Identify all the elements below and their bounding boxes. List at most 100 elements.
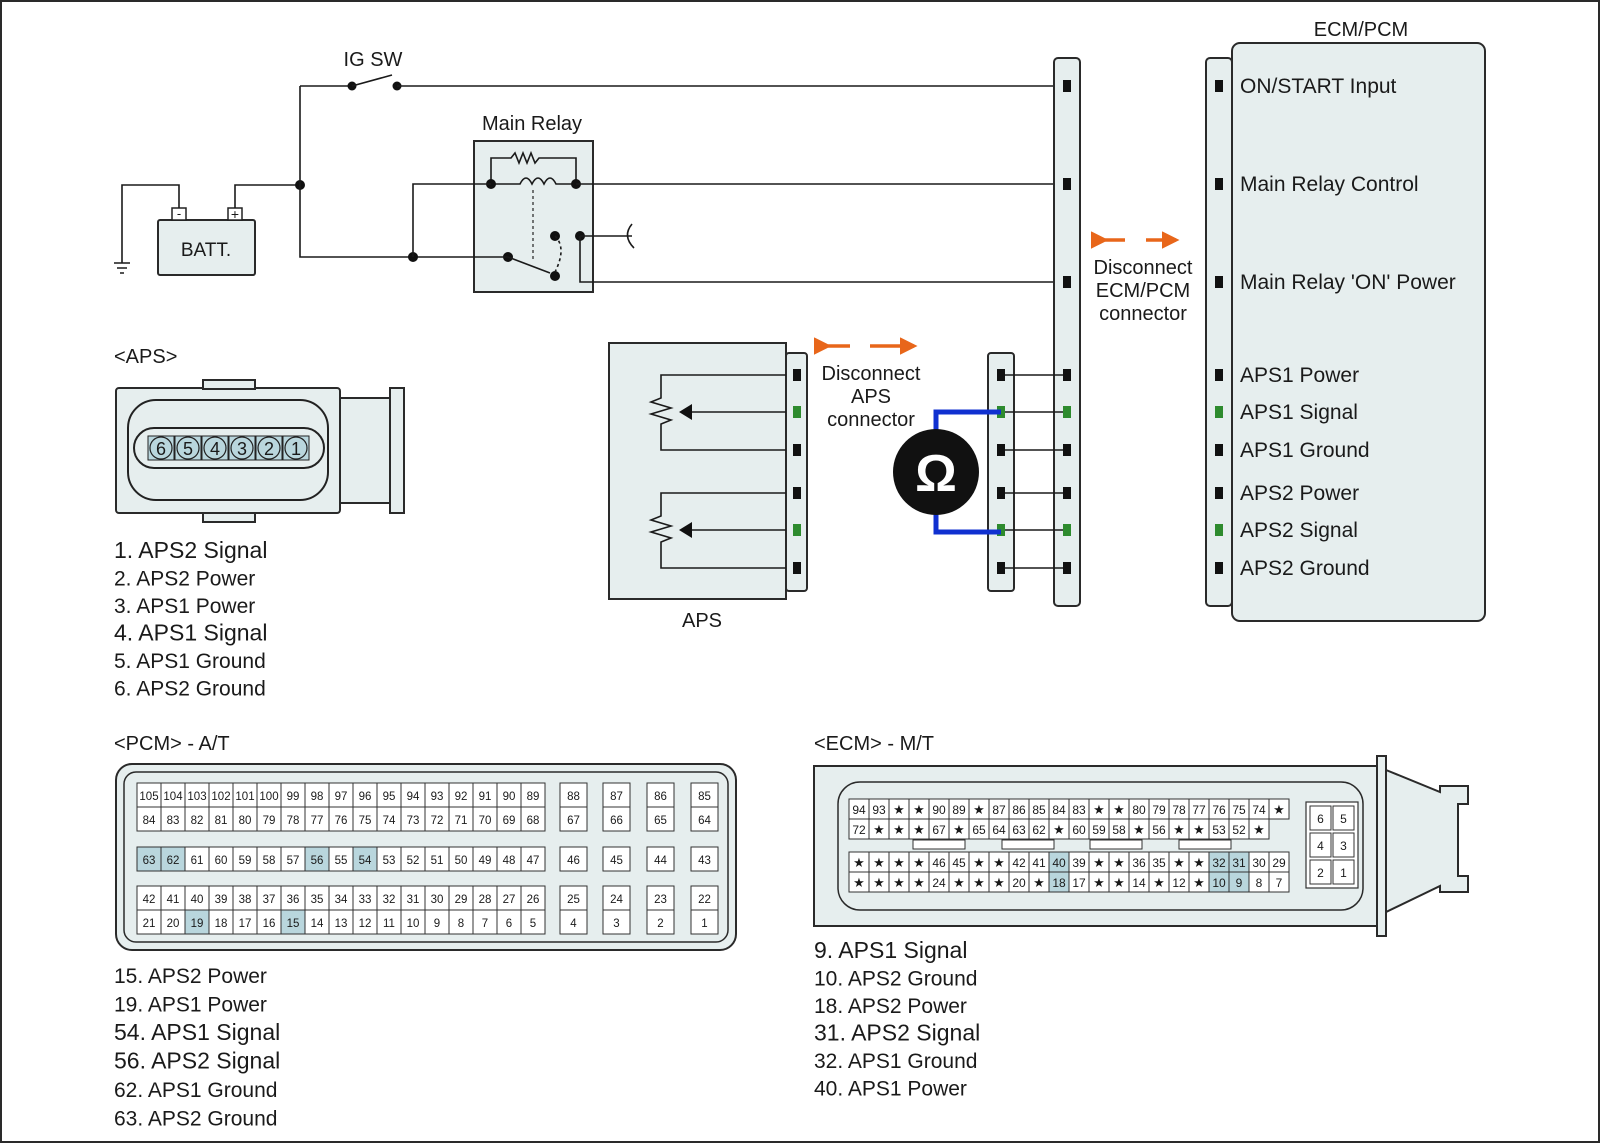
ecm-harness-connector [1053, 57, 1081, 607]
battery [157, 219, 256, 276]
ecm-pin-number: ★ [993, 855, 1005, 870]
pcm-pin-number: 6 [506, 918, 512, 930]
ecm-pin-number: 83 [1072, 803, 1086, 817]
ecm-pin-terminal [1215, 276, 1223, 288]
ecm-pin-cell [1268, 798, 1290, 820]
pcm-pin-number: 76 [335, 815, 348, 827]
ecm-pin-number: 90 [932, 803, 946, 817]
pcm-pin-number: 35 [311, 894, 324, 906]
pcm-pin-cell [328, 806, 354, 832]
pcm-pin-number: 54 [359, 855, 372, 867]
pcm-pin-number: 97 [335, 791, 348, 803]
pcm-pin-cell [496, 846, 522, 872]
ecm-pin-number: 18 [1052, 876, 1066, 890]
pcm-pin-number: 5 [530, 918, 536, 930]
aps-face-pin-number: 2 [264, 439, 274, 459]
ecm-key-slot [1178, 839, 1232, 850]
aps-sensor-pin [793, 487, 801, 499]
ecm-pin-label: APS1 Ground [1240, 439, 1370, 462]
ecm-pin-number: 76 [1212, 803, 1226, 817]
pcm-pin-cell [304, 806, 330, 832]
pcm-pin-cell [602, 846, 631, 872]
pcm-pin-cell [280, 885, 306, 911]
ecm-pin-number: 17 [1072, 876, 1086, 890]
ecm-pin-number: 41 [1032, 856, 1046, 870]
ecm-key-slot [1001, 839, 1055, 850]
pcm-pin-number: 25 [567, 894, 580, 906]
pcm-pin-number: 10 [407, 918, 420, 930]
pcm-pin-number: 103 [187, 791, 206, 803]
inline-pin-terminal [1063, 80, 1071, 92]
disconnect-aps-indicator: Disconnect APS connector [814, 337, 921, 431]
pcm-pin-cell [448, 806, 474, 832]
pcm-pin-cell [232, 909, 258, 935]
ecm-pin-number: 72 [852, 823, 866, 837]
ecm-pin-number: 87 [992, 803, 1006, 817]
legend-item: 54. APS1 Signal [114, 1019, 280, 1045]
ecm-pin-number: ★ [1253, 822, 1265, 837]
legend-item: 2. APS2 Power [114, 568, 255, 591]
legend-item: 10. APS2 Ground [814, 968, 977, 991]
pcm-pin-cell [520, 782, 546, 808]
ohm-symbol: Ω [915, 445, 957, 503]
pcm-pin-cell [184, 782, 210, 808]
pcm-connector-title: <PCM> - A/T [114, 733, 230, 755]
pcm-pin-number: 27 [503, 894, 516, 906]
ecm-side-pin-number: 2 [1317, 866, 1324, 880]
ecm-harness-connector-pins [1063, 80, 1071, 574]
pcm-pin-cell [496, 782, 522, 808]
ecm-side-pin-number: 1 [1340, 866, 1347, 880]
pcm-pin-cell [496, 909, 522, 935]
pcm-pin-number: 102 [211, 791, 230, 803]
pcm-pin-number: 43 [698, 855, 711, 867]
aps-face-pin-number: 1 [291, 439, 301, 459]
ecm-pin-cell [1248, 818, 1270, 840]
pcm-pin-number: 59 [239, 855, 252, 867]
ohmmeter-icon [893, 429, 979, 515]
pcm-pin-number: 31 [407, 894, 420, 906]
pcm-pin-cell [328, 909, 354, 935]
pcm-pin-cell [376, 846, 402, 872]
aps-face-pin [176, 436, 200, 460]
pcm-pin-number: 4 [570, 918, 577, 930]
pcm-pin-number: 66 [610, 815, 623, 827]
ecm-pin-number: ★ [993, 875, 1005, 890]
legend-item: 63. APS2 Ground [114, 1108, 277, 1131]
ecm-pin-number: ★ [1193, 875, 1205, 890]
pcm-pin-number: 88 [567, 791, 580, 803]
pcm-pin-number: 19 [191, 918, 204, 930]
pcm-pin-cell [559, 846, 588, 872]
ecm-pin-number: ★ [1153, 875, 1165, 890]
pcm-pin-cell [602, 806, 631, 832]
pcm-pin-cell [352, 909, 378, 935]
ecm-pin-number: 10 [1212, 876, 1226, 890]
ecm-pin-number: 94 [852, 803, 866, 817]
pcm-pin-number: 30 [431, 894, 444, 906]
ecm-pin-number: 64 [992, 823, 1006, 837]
ecm-pin-terminal [1215, 487, 1223, 499]
ecm-pin-number: 58 [1112, 823, 1126, 837]
pcm-pin-cell [472, 782, 498, 808]
pcm-pin-cell [646, 846, 675, 872]
ecm-pin-number: 79 [1152, 803, 1166, 817]
pcm-pin-number: 63 [143, 855, 156, 867]
pcm-pin-cell [559, 909, 588, 935]
pcm-pin-cell [602, 909, 631, 935]
pcm-pin-number: 99 [287, 791, 300, 803]
aps-sensor [608, 342, 787, 600]
ecm-pin-number: ★ [973, 875, 985, 890]
aps-face-pin-number: 4 [210, 439, 220, 459]
pcm-pin-cell [424, 806, 450, 832]
legend-item: 31. APS2 Signal [814, 1020, 980, 1046]
ecm-pin-label: APS2 Signal [1240, 519, 1358, 542]
ecm-pin-label: Main Relay 'ON' Power [1240, 271, 1456, 294]
pcm-pin-number: 57 [287, 855, 300, 867]
pcm-pin-number: 72 [431, 815, 444, 827]
pcm-pin-cell [520, 806, 546, 832]
ecm-connector-side [1205, 57, 1233, 607]
legend-item: 40. APS1 Power [814, 1078, 967, 1101]
pcm-pin-number: 96 [359, 791, 372, 803]
pcm-pin-cell [160, 782, 186, 808]
